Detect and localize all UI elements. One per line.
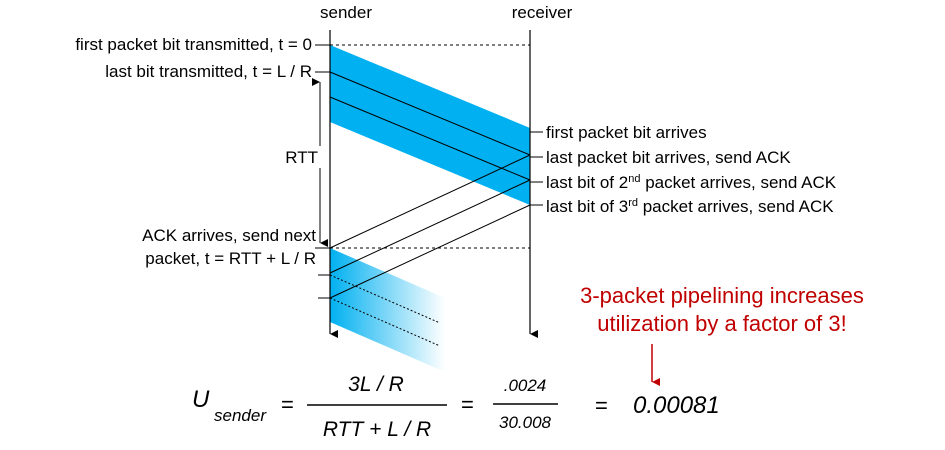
eq-equals-3: = [595,393,608,418]
next-packet-band-2 [330,275,445,348]
rtt-label-bg [286,146,326,168]
callout-line2: utilization by a factor of 3! [597,311,846,336]
eq-numerator-2: .0024 [504,376,547,395]
eq-result: 0.00081 [633,392,720,419]
callout-line1: 3-packet pipelining increases [580,283,864,308]
eq-denominator-2: 30.008 [499,413,552,432]
receiver-header: receiver [512,3,573,22]
eq-subscript-sender: sender [214,406,267,425]
packet-band-1 [330,45,530,155]
ack-line-1 [329,154,531,249]
last-bit-arrives-label: last packet bit arrives, send ACK [546,148,791,167]
eq-denominator-1: RTT + L / R [323,418,431,441]
next-packet-band-3 [330,298,445,372]
ack-arrives-label-line1: ACK arrives, send next [142,226,316,245]
rtt-label: RTT [285,148,318,167]
first-bit-arrives-label: first packet bit arrives [546,123,707,142]
third-packet-arrives-label: last bit of 3rd packet arrives, send ACK [546,197,834,216]
second-packet-arrives-label: last bit of 2nd packet arrives, send ACK [546,173,837,192]
sender-header: sender [320,3,372,22]
packet-separator-1 [329,71,531,156]
eq-u: U [192,386,210,413]
ack-line-3 [329,204,531,299]
ack-arrives-label-line2: packet, t = RTT + L / R [145,249,316,268]
eq-equals-2: = [461,392,474,417]
eq-numerator-1: 3L / R [348,373,404,396]
ack-line-2 [329,179,531,274]
first-bit-transmitted-label: first packet bit transmitted, t = 0 [75,35,312,54]
packet-separator-2 [329,96,531,181]
packet-band-2 [330,72,530,180]
next-packet-separator-2 [329,297,441,347]
eq-equals-1: = [281,392,294,417]
next-packet-separator-1 [329,274,441,324]
utilization-equation: U sender = 3L / R RTT + L / R = .0024 30… [192,373,720,441]
next-packet-band-1 [330,248,445,325]
last-bit-transmitted-label: last bit transmitted, t = L / R [105,62,312,81]
